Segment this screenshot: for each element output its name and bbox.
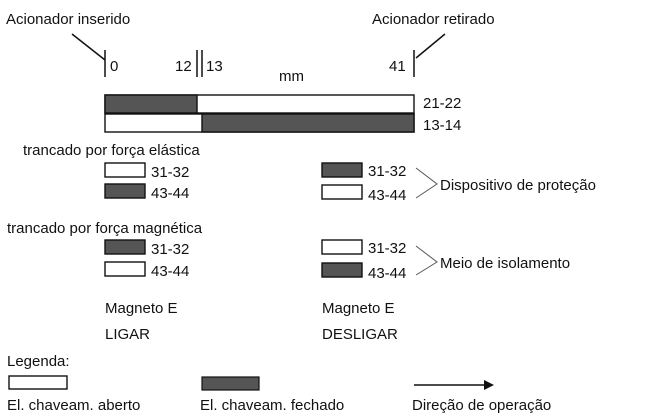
tick-13-label: 13 bbox=[206, 58, 223, 75]
spring-right-31-32-label: 31-32 bbox=[368, 163, 406, 180]
bar-21-22-closed-segment bbox=[104, 94, 198, 114]
magnet-right-31-32-label: 31-32 bbox=[368, 240, 406, 257]
spring-right-43-44-box bbox=[321, 184, 363, 200]
actuator-removed-label: Acionador retirado bbox=[372, 11, 495, 28]
unit-label: mm bbox=[279, 68, 304, 85]
tick-41-label: 41 bbox=[389, 58, 406, 75]
direction-arrow-head bbox=[484, 380, 494, 390]
legend-open-swatch bbox=[8, 375, 68, 390]
magnet-left-43-44-label: 43-44 bbox=[151, 263, 189, 280]
legend-title: Legenda: bbox=[7, 353, 70, 370]
magnet-right-43-44-label: 43-44 bbox=[368, 265, 406, 282]
spring-left-43-44-label: 43-44 bbox=[151, 185, 189, 202]
inserted-pointer-line bbox=[71, 33, 106, 61]
protection-annotation: Dispositivo de proteção bbox=[440, 177, 596, 194]
magnet-on-caption-line1: Magneto E bbox=[105, 300, 178, 317]
magnet-left-31-32-box bbox=[104, 239, 146, 255]
legend-closed-label: El. chaveam. fechado bbox=[200, 397, 344, 414]
magnet-right-43-44-box bbox=[321, 262, 363, 278]
magnet-right-31-32-box bbox=[321, 239, 363, 255]
magnet-left-31-32-label: 31-32 bbox=[151, 241, 189, 258]
legend-direction-label: Direção de operação bbox=[412, 397, 551, 414]
spring-locked-title: trancado por força elástica bbox=[23, 142, 200, 159]
bar-13-14-label: 13-14 bbox=[423, 117, 461, 134]
magnet-left-43-44-box bbox=[104, 261, 146, 277]
tick-12-label: 12 bbox=[175, 58, 192, 75]
spring-left-31-32-label: 31-32 bbox=[151, 164, 189, 181]
legend-open-label: El. chaveam. aberto bbox=[7, 397, 140, 414]
magnet-on-caption-line2: LIGAR bbox=[105, 326, 150, 343]
protection-bracket bbox=[415, 167, 438, 199]
legend-closed-swatch bbox=[201, 376, 260, 391]
isolation-bracket bbox=[415, 245, 438, 276]
tick-0-label: 0 bbox=[110, 58, 118, 75]
magnet-off-caption-line2: DESLIGAR bbox=[322, 326, 398, 343]
spring-left-31-32-box bbox=[104, 162, 146, 178]
spring-right-43-44-label: 43-44 bbox=[368, 187, 406, 204]
magnet-off-caption-line1: Magneto E bbox=[322, 300, 395, 317]
bar-21-22-label: 21-22 bbox=[423, 95, 461, 112]
spring-right-31-32-box bbox=[321, 162, 363, 178]
actuator-inserted-label: Acionador inserido bbox=[6, 11, 130, 28]
removed-pointer-line bbox=[415, 33, 446, 59]
spring-left-43-44-box bbox=[104, 183, 146, 199]
bar-13-14-closed-segment bbox=[201, 113, 415, 133]
isolation-annotation: Meio de isolamento bbox=[440, 255, 570, 272]
magnet-locked-title: trancado por força magnética bbox=[7, 220, 203, 237]
